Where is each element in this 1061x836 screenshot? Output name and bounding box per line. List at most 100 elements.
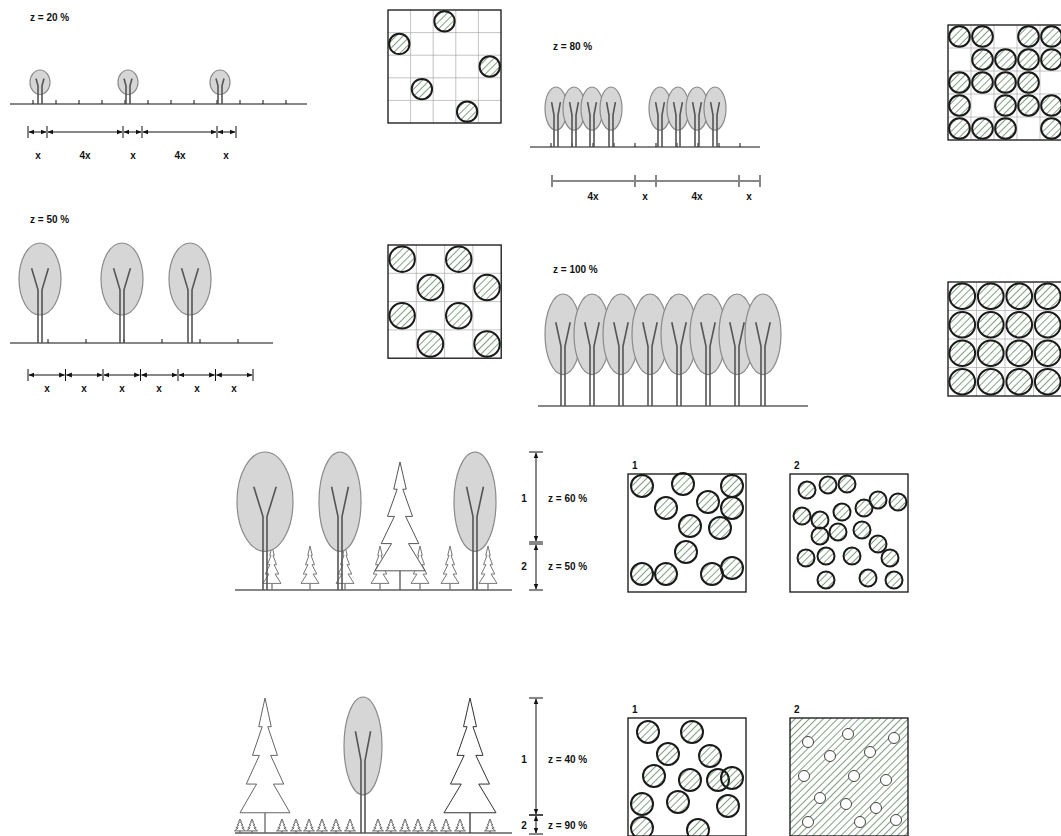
conifer-tree [441,819,452,833]
crown-projection [794,508,811,525]
plot-border [790,474,908,592]
cover-plot [628,473,746,592]
line [760,175,761,187]
crown-projection [446,246,471,271]
line [552,175,553,187]
line [739,175,740,187]
crown-projection [949,26,970,47]
crown-projection [834,504,851,521]
cover-grid [388,245,501,358]
tree-trunk [182,268,199,343]
layer-number: 2 [794,704,800,716]
tree-crown [373,819,384,831]
line [162,339,163,343]
line [178,369,179,381]
tree-trunk [36,79,44,104]
line [1033,282,1034,396]
deciduous-tree [210,70,230,104]
tree-crown [745,294,781,375]
line [379,583,380,590]
tree-trunk [643,322,657,406]
line [740,143,741,147]
tree-crown [386,819,397,831]
line [948,367,1061,368]
crown-projection [631,475,653,497]
line [10,103,307,104]
line [657,181,738,182]
line [103,369,104,381]
dimension-line [28,126,236,138]
crown-projection [434,11,454,31]
line [143,132,216,133]
cover-value: z = 50 % [30,214,69,226]
tree-crown [304,819,315,831]
crown-projection [717,795,739,817]
line [536,453,537,541]
crown-projection [949,72,970,93]
tree-trunk [672,322,686,406]
crown-projection [891,815,902,826]
crown-projection [830,524,847,541]
tree-crown [455,819,466,831]
conifer-tree [427,819,438,833]
line [538,405,808,406]
crown-projection [667,791,689,813]
conifer-tree [444,698,496,833]
crown-projection [631,563,653,585]
tree-crown [427,819,438,831]
crown-projection [995,95,1016,116]
deciduous-tree [19,243,61,343]
dimension-label: x [223,150,229,162]
cover-grid [948,25,1061,140]
crown-projection [972,72,993,93]
tree-trunk [614,322,628,406]
tree-crown [247,819,258,831]
crown-projection [418,331,443,356]
cover-value: z = 80 % [553,41,592,53]
line [102,100,103,104]
line [47,126,48,138]
crown-projection [1041,26,1061,47]
crown-projection [841,799,852,810]
line [472,245,473,358]
crown-projection [815,793,826,804]
layer-number: 1 [632,460,638,472]
line [48,339,49,343]
line [10,342,273,343]
line [179,375,215,376]
crown-projection [1035,369,1061,395]
crown-projection [849,771,860,782]
tree-crown [19,243,61,315]
crown-projection [978,283,1004,309]
line [67,375,103,376]
conifer-tree [479,546,497,590]
tree-crown [237,452,293,551]
line [656,175,657,187]
conifer-tree [263,546,281,590]
deciduous-tree [118,70,138,104]
crown-projection [687,819,709,836]
crown-projection [995,118,1016,139]
dimension-label: 4x [691,191,702,203]
tree-trunk [693,102,702,147]
line [194,100,195,104]
line [253,369,254,381]
line [271,583,272,590]
crown-projection [871,803,882,814]
crown-projection [854,522,871,539]
tree-crown [319,452,361,551]
cover-plot [628,718,746,836]
line [123,126,124,138]
line [529,834,543,835]
cover-value: z = 100 % [553,264,598,276]
deciduous-tree [745,294,781,406]
plot-border [628,474,746,592]
line [56,100,57,104]
line [656,143,657,147]
crown-projection [631,817,653,836]
line [529,815,543,816]
conifer-tree [235,819,246,833]
conifer-tree [400,819,411,833]
tree-trunk [570,102,579,147]
cover-grid [388,10,501,123]
